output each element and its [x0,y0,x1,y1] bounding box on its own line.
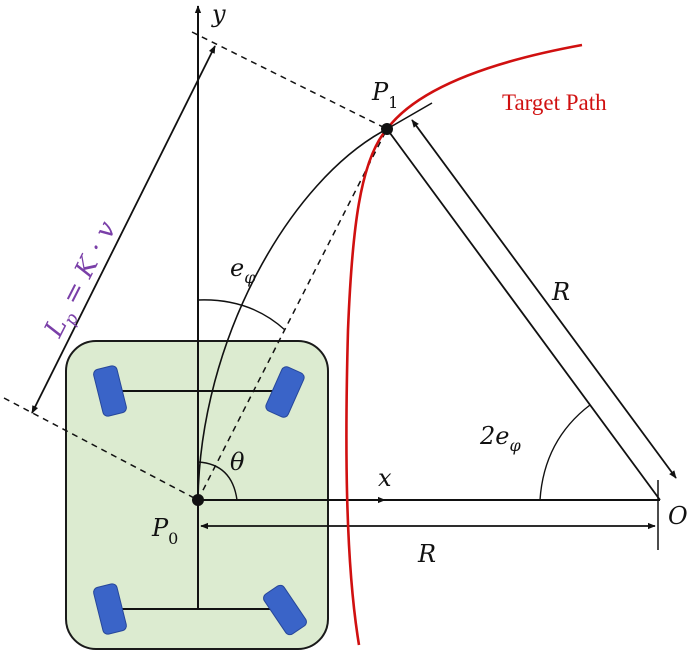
lookahead-dash-bottom [3,397,199,501]
p0-label: P0 [151,514,178,548]
theta-angle-arc [197,461,238,501]
wheel-front-right [265,366,305,418]
lookahead-dash-top [191,31,388,130]
point-p1 [381,123,393,135]
r-dimension-diagonal [411,119,677,479]
e-phi-label: eφ [230,254,256,287]
theta-label: θ [230,448,245,476]
y-axis-label: y [211,0,226,28]
two-e-phi-label: 2eφ [479,422,521,455]
e-phi-angle-arc [197,299,286,331]
wheel-rear-left [93,583,127,635]
radius-horizontal-label: R [417,540,436,568]
target-path-label: Target Path [502,90,607,115]
origin-label: O [668,502,688,530]
two-e-phi-angle-arc [539,404,591,501]
x-axis-label: x [378,464,392,492]
point-p0 [192,494,204,506]
lp-dimension-line [31,45,216,414]
circular-arc-p0-p1 [197,128,388,501]
target-path [345,43,583,646]
radius-diagonal-label: R [551,278,570,306]
chord-p0-p1 [197,128,388,501]
wheel-rear-right [263,584,307,636]
tangent-at-p1 [386,102,433,130]
radius-line-o-p1 [386,128,661,501]
lookahead-distance-label: Lp = K · v [39,216,128,345]
p1-label: P1 [371,78,398,112]
